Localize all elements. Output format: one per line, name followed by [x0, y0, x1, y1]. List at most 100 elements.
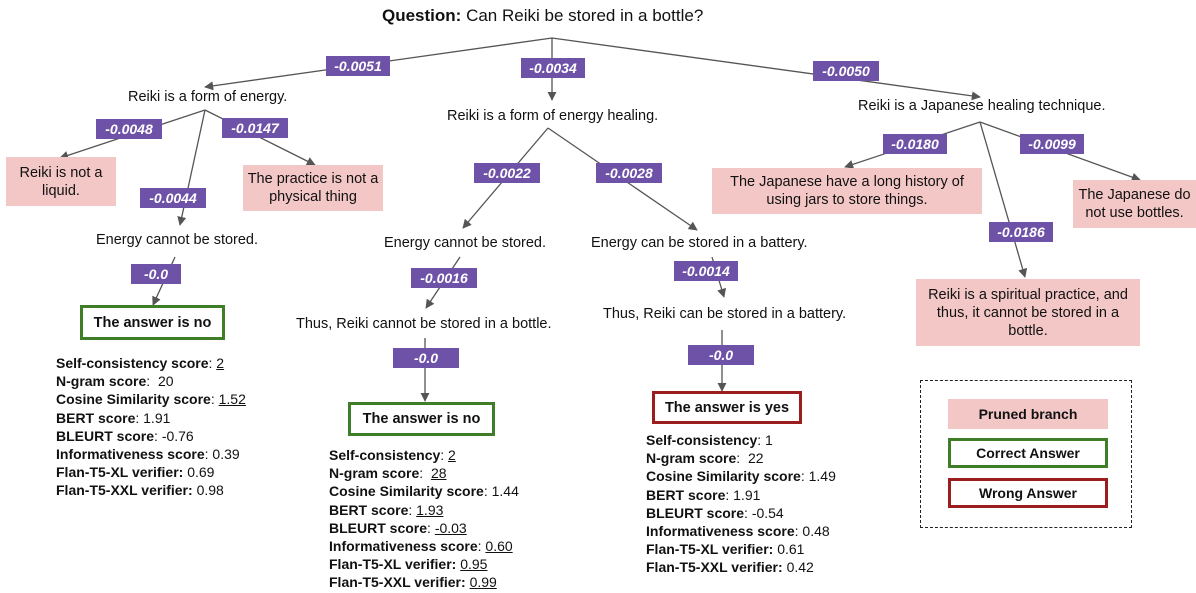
metric-name: Self-consistency — [329, 447, 441, 463]
metric-row: BERT score: 1.93 — [329, 501, 519, 519]
metric-value: 0.48 — [802, 523, 830, 540]
node-energy-not-stored-mid: Energy cannot be stored. — [384, 235, 547, 251]
metric-separator: : — [210, 391, 219, 408]
node-thus-not-bottle: Thus, Reiki cannot be stored in a bottle… — [296, 316, 552, 332]
metric-value: 28 — [430, 465, 447, 482]
metric-name: N-gram score — [329, 465, 420, 482]
metric-value: 0.99 — [469, 574, 497, 591]
node-thus-battery: Thus, Reiki can be stored in a battery. — [603, 306, 847, 322]
score-n2bt-answer: -0.0 — [688, 345, 754, 365]
legend-wrong: Wrong Answer — [948, 478, 1108, 508]
metric-separator: : — [204, 446, 213, 463]
metric-row: BERT score: 1.91 — [56, 409, 246, 427]
edge-n3-p5 — [979, 121, 1028, 278]
answer-right-wrong: The answer is yes — [652, 391, 802, 424]
pruned-text: Reiki is not a liquid. — [19, 164, 103, 199]
metric-row: Cosine Similarity score: 1.49 — [646, 467, 836, 485]
metric-name: Informativeness score — [646, 523, 795, 540]
question: Question: Can Reiki be stored in a bottl… — [382, 7, 703, 24]
metric-name: BLEURT score — [329, 519, 428, 536]
metric-separator: : — [208, 355, 217, 371]
metric-name: Flan-T5-XXL verifier: — [56, 482, 193, 499]
pruned-not-physical: The practice is not a physical thing — [243, 165, 383, 211]
pruned-japanese-jars: The Japanese have a long history of usin… — [712, 168, 982, 214]
score-n2at-answer: -0.0 — [393, 348, 459, 368]
pruned-not-liquid: Reiki is not a liquid. — [6, 157, 116, 206]
pruned-spiritual-practice: Reiki is a spiritual practice, and thus,… — [916, 279, 1140, 346]
metric-row: BERT score: 1.91 — [646, 486, 836, 504]
node-reiki-japanese: Reiki is a Japanese healing technique. — [858, 98, 1106, 114]
metric-separator: : — [725, 486, 734, 503]
score-root-n2: -0.0034 — [521, 58, 585, 78]
node-reiki-energy: Reiki is a form of energy. — [128, 89, 288, 105]
question-text: Can Reiki be stored in a bottle? — [466, 6, 704, 25]
metric-name: N-gram score — [56, 373, 147, 390]
metric-separator: : — [483, 483, 492, 500]
pruned-text: Reiki is a spiritual practice, and thus,… — [928, 286, 1128, 339]
node-reiki-energy-healing: Reiki is a form of energy healing. — [447, 108, 659, 124]
score-root-n1: -0.0051 — [326, 56, 390, 76]
metric-name: Self-consistency score — [56, 355, 209, 371]
metric-name: BLEURT score — [56, 427, 155, 444]
metric-row: Flan-T5-XXL verifier: 0.99 — [329, 573, 519, 591]
metric-row: N-gram score: 22 — [646, 449, 836, 467]
metric-value: 1.93 — [416, 501, 444, 518]
score-n1-n1a: -0.0044 — [140, 188, 206, 208]
metric-row: BLEURT score: -0.03 — [329, 519, 519, 537]
answer-middle-correct: The answer is no — [348, 402, 495, 436]
metric-separator: : — [440, 447, 449, 463]
score-n2-n2a: -0.0022 — [474, 163, 540, 183]
metric-name: BERT score — [646, 486, 726, 503]
metric-name: Self-consistency — [646, 432, 758, 448]
metric-separator: : — [757, 432, 766, 448]
metric-row: Cosine Similarity score: 1.44 — [329, 482, 519, 500]
metric-name: Informativeness score — [56, 446, 205, 463]
edge-root-n3 — [551, 37, 981, 101]
metric-row: Flan-T5-XL verifier: 0.95 — [329, 555, 519, 573]
pruned-text: The Japanese do not use bottles. — [1078, 187, 1191, 221]
pruned-japanese-bottles: The Japanese do not use bottles. — [1073, 180, 1196, 228]
metric-row: Flan-T5-XXL verifier: 0.98 — [56, 481, 246, 499]
metric-name: Flan-T5-XL verifier: — [56, 464, 184, 481]
metric-row: BLEURT score: -0.54 — [646, 504, 836, 522]
metric-value: 1.91 — [733, 486, 761, 503]
metric-value: 0.61 — [777, 541, 805, 558]
metric-value: 0.60 — [485, 538, 513, 555]
metric-row: Self-consistency: 1 — [646, 431, 836, 449]
metric-name: N-gram score — [646, 450, 737, 467]
metric-value: 2 — [448, 447, 456, 463]
metric-separator: : — [477, 538, 486, 555]
score-n2a-t: -0.0016 — [411, 268, 477, 288]
metric-separator: : — [427, 519, 435, 536]
metric-separator: : — [800, 468, 809, 485]
metric-value: 0.69 — [187, 464, 215, 481]
score-n3-p4: -0.0099 — [1020, 134, 1084, 154]
metric-row: Flan-T5-XL verifier: 0.69 — [56, 463, 246, 481]
score-n3-p5: -0.0186 — [989, 222, 1053, 242]
metric-row: Informativeness score: 0.48 — [646, 522, 836, 540]
metric-name: Informativeness score — [329, 538, 478, 555]
metric-row: Informativeness score: 0.39 — [56, 445, 246, 463]
pruned-text: The Japanese have a long history of usin… — [730, 174, 964, 208]
metric-name: BLEURT score — [646, 504, 745, 521]
metric-name: Cosine Similarity score — [329, 483, 484, 500]
metric-row: Self-consistency score: 2 — [56, 354, 246, 372]
question-label: Question: — [382, 6, 462, 25]
metric-name: BERT score — [56, 409, 136, 426]
metric-separator: : — [736, 450, 748, 467]
metric-value: 20 — [157, 373, 174, 390]
score-n2-n2b: -0.0028 — [596, 163, 662, 183]
score-n2b-t: -0.0014 — [674, 261, 738, 281]
metric-separator: : — [794, 523, 803, 540]
metric-name: Cosine Similarity score — [56, 391, 211, 408]
metric-row: Flan-T5-XL verifier: 0.61 — [646, 540, 836, 558]
score-root-n3: -0.0050 — [813, 61, 879, 81]
metric-value: 1 — [765, 432, 773, 448]
metric-value: 1.44 — [491, 483, 519, 500]
legend: Pruned branch Correct Answer Wrong Answe… — [920, 380, 1132, 528]
metric-separator: : — [744, 504, 752, 521]
metric-separator: : — [146, 373, 158, 390]
